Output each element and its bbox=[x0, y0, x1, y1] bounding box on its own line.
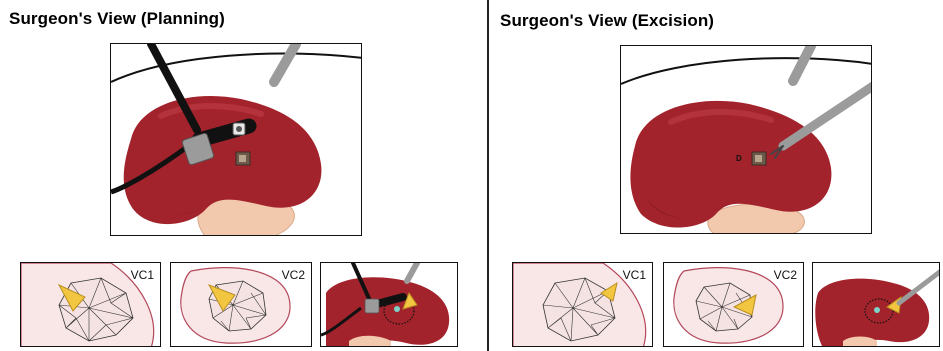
laparoscopic-tool bbox=[407, 263, 417, 281]
abdominal-wall-line bbox=[111, 53, 362, 82]
ultrasound-probe-collar bbox=[365, 299, 379, 313]
planning-scene bbox=[111, 44, 362, 236]
planning-thumb-vc1: VC1 bbox=[20, 262, 161, 347]
cone-tip-marker bbox=[394, 306, 400, 312]
planning-main-view bbox=[110, 43, 362, 236]
laparoscopic-tool bbox=[274, 44, 296, 82]
planning-title: Surgeon's View (Planning) bbox=[9, 9, 225, 29]
fiducial-marker bbox=[752, 152, 766, 165]
cone-tip-marker bbox=[874, 307, 880, 313]
combined-excision-scene bbox=[813, 263, 940, 347]
abdominal-wall-line bbox=[621, 58, 872, 84]
laparoscopic-grasper bbox=[783, 86, 872, 146]
excision-title: Surgeon's View (Excision) bbox=[500, 11, 714, 31]
marker-label-d: D bbox=[736, 154, 742, 163]
laparoscopic-tool-upper bbox=[793, 46, 811, 81]
excision-thumb-vc1: VC1 bbox=[512, 262, 653, 347]
section-divider bbox=[487, 0, 489, 351]
excision-thumb-combined bbox=[812, 262, 940, 347]
kidney bbox=[815, 279, 929, 347]
planning-thumb-combined bbox=[320, 262, 458, 347]
kidney bbox=[326, 277, 449, 347]
combined-planning-scene bbox=[321, 263, 458, 347]
vc1-label: VC1 bbox=[623, 268, 646, 282]
planning-thumb-vc2: VC2 bbox=[170, 262, 312, 347]
excision-scene bbox=[621, 46, 872, 234]
excision-thumb-vc2: VC2 bbox=[663, 262, 804, 347]
vc2-label: VC2 bbox=[774, 268, 797, 282]
vc2-label: VC2 bbox=[282, 268, 305, 282]
vc1-label: VC1 bbox=[131, 268, 154, 282]
fiducial-marker bbox=[236, 152, 250, 165]
excision-main-view: D bbox=[620, 45, 872, 234]
probe-tip-icon bbox=[233, 123, 245, 135]
